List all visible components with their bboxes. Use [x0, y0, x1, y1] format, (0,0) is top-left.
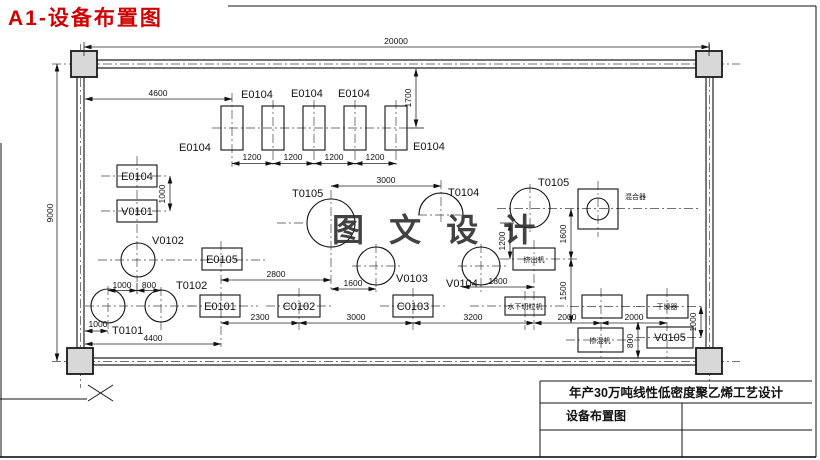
finishing-line-equipment: 挤出机 1600 1500 1200 水下切粒机 掺混机 干燥器 V0105 — [470, 208, 704, 359]
fold-mark — [0, 384, 114, 402]
tag-t0102: T0102 — [176, 280, 207, 292]
tag-t0105-right: T0105 — [538, 177, 569, 189]
dim-4600: 4600 — [149, 88, 168, 98]
tag-v0101: V0101 — [121, 206, 153, 218]
tag-c0103: C0103 — [397, 301, 429, 313]
left-equipment-stack: E0104 V0101 1000 V0102 — [98, 156, 265, 282]
equipment-e0104-1 — [220, 105, 244, 151]
dim-1800: 1800 — [489, 276, 508, 286]
dim-1600-v: 1600 — [558, 224, 568, 243]
equipment-t0105-right — [509, 187, 551, 229]
tag-e0104-right: E0104 — [413, 141, 445, 153]
equipment-e0104-3 — [302, 105, 326, 151]
bottom-row-equipment: E0105 E0101 C0102 C0103 — [188, 241, 445, 347]
dim-1500-v: 1500 — [558, 281, 568, 300]
tag-e0104-left: E0104 — [179, 142, 211, 154]
watermark-text: 图 文 设 计 — [332, 211, 542, 249]
tag-mixer: 混合器 — [625, 192, 646, 201]
tag-e0105: E0105 — [206, 254, 238, 266]
dim-1000-v: 1000 — [688, 312, 698, 331]
equipment-c0102 — [277, 294, 321, 318]
title-block-drawing-name: 设备布置图 — [566, 408, 626, 423]
equipment-e0104-5 — [384, 105, 408, 151]
equipment-blender — [577, 327, 624, 353]
equipment-t0104 — [418, 192, 464, 216]
overall-dimensions: 20000 9000 — [45, 36, 710, 362]
dim-1000-circles: 1000 — [113, 280, 132, 290]
tag-v0104: V0104 — [446, 278, 478, 290]
equipment-aux-box — [581, 294, 623, 319]
dim-800-circles: 800 — [142, 280, 156, 290]
center-vessels: T0105 3000 T0104 V0103 1600 V0104 1800 — [277, 175, 535, 294]
equipment-t0105-left — [306, 198, 356, 248]
equipment-v0101 — [116, 199, 158, 223]
plant-walls — [76, 59, 714, 366]
tag-t0105-left: T0105 — [292, 188, 323, 200]
title-block: 年产30万吨线性低密度聚乙烯工艺设计 设备布置图 — [539, 380, 812, 457]
title-block-project: 年产30万吨线性低密度聚乙烯工艺设计 — [569, 385, 783, 400]
dim-1200-3: 1200 — [325, 152, 344, 162]
equipment-c0103 — [392, 294, 434, 318]
dim-3000-bottom: 3000 — [347, 312, 366, 322]
e0104-exchanger-bank: E0104 E0104 E0104 E0104 E0104 1200 1200 … — [84, 68, 445, 167]
tag-e0104-a: E0104 — [241, 89, 273, 101]
column-top-right — [695, 50, 723, 78]
tag-dryer: 干燥器 — [657, 302, 678, 311]
equipment-pelletizer — [504, 296, 546, 316]
building-axes — [52, 44, 740, 388]
tag-c0102: C0102 — [283, 301, 315, 313]
tag-e0104-b: E0104 — [291, 88, 323, 100]
right-vessels: T0105 混合器 — [497, 177, 700, 237]
tag-v0105: V0105 — [654, 332, 686, 344]
tag-v0102: V0102 — [152, 235, 184, 247]
dim-2000-a: 2000 — [558, 312, 577, 322]
bottom-dimension-chain: 2300 3000 3200 2000 2000 2800 — [220, 269, 668, 326]
dim-3000-top: 3000 — [377, 175, 396, 185]
dim-800-v: 800 — [625, 334, 635, 348]
dim-1000-stack: 1000 — [157, 184, 167, 203]
dim-4400: 4400 — [144, 333, 163, 343]
tag-t0104: T0104 — [448, 187, 479, 199]
equipment-e0104-4 — [343, 105, 367, 151]
dim-2000-b: 2000 — [625, 312, 644, 322]
dim-1700: 1700 — [403, 88, 413, 107]
dim-1000-t0101: 1000 — [89, 319, 108, 329]
dim-20000: 20000 — [384, 36, 408, 46]
equipment-extruder — [512, 247, 556, 271]
equipment-e0105 — [201, 247, 243, 271]
equipment-e0104-stack — [116, 164, 158, 188]
tag-t0101: T0101 — [112, 325, 143, 337]
t0101-t0102-group: 1000 800 T0102 1000 T0101 4400 — [84, 280, 222, 347]
equipment-e0101 — [199, 294, 241, 318]
tag-e0104-c: E0104 — [338, 88, 370, 100]
tag-pelletizer: 水下切粒机 — [508, 302, 543, 311]
equipment-dryer — [646, 294, 689, 319]
dim-1200-2: 1200 — [284, 152, 303, 162]
dim-1200-v: 1200 — [497, 231, 507, 250]
column-bottom-left — [66, 347, 94, 375]
dim-1200-4: 1200 — [366, 152, 385, 162]
column-bottom-right — [695, 347, 723, 375]
equipment-mixer-circle — [586, 197, 610, 221]
page-border — [0, 5, 817, 458]
dim-2300: 2300 — [251, 312, 270, 322]
tag-extruder: 挤出机 — [524, 255, 545, 264]
tag-v0103: V0103 — [396, 273, 428, 285]
dim-1600-h: 1600 — [344, 278, 363, 288]
dim-2800: 2800 — [267, 269, 286, 279]
tag-e0104-stack: E0104 — [121, 171, 153, 183]
equipment-e0104-2 — [261, 105, 285, 151]
equipment-mixer — [577, 188, 619, 230]
page-title: A1-设备布置图 — [8, 7, 163, 30]
dim-1200-1: 1200 — [243, 152, 262, 162]
dim-9000: 9000 — [45, 203, 55, 222]
equipment-v0105 — [646, 326, 694, 349]
dim-3200: 3200 — [464, 312, 483, 322]
equipment-v0103 — [356, 246, 396, 286]
tag-blender: 掺混机 — [590, 336, 611, 345]
tag-e0101: E0101 — [204, 301, 236, 313]
